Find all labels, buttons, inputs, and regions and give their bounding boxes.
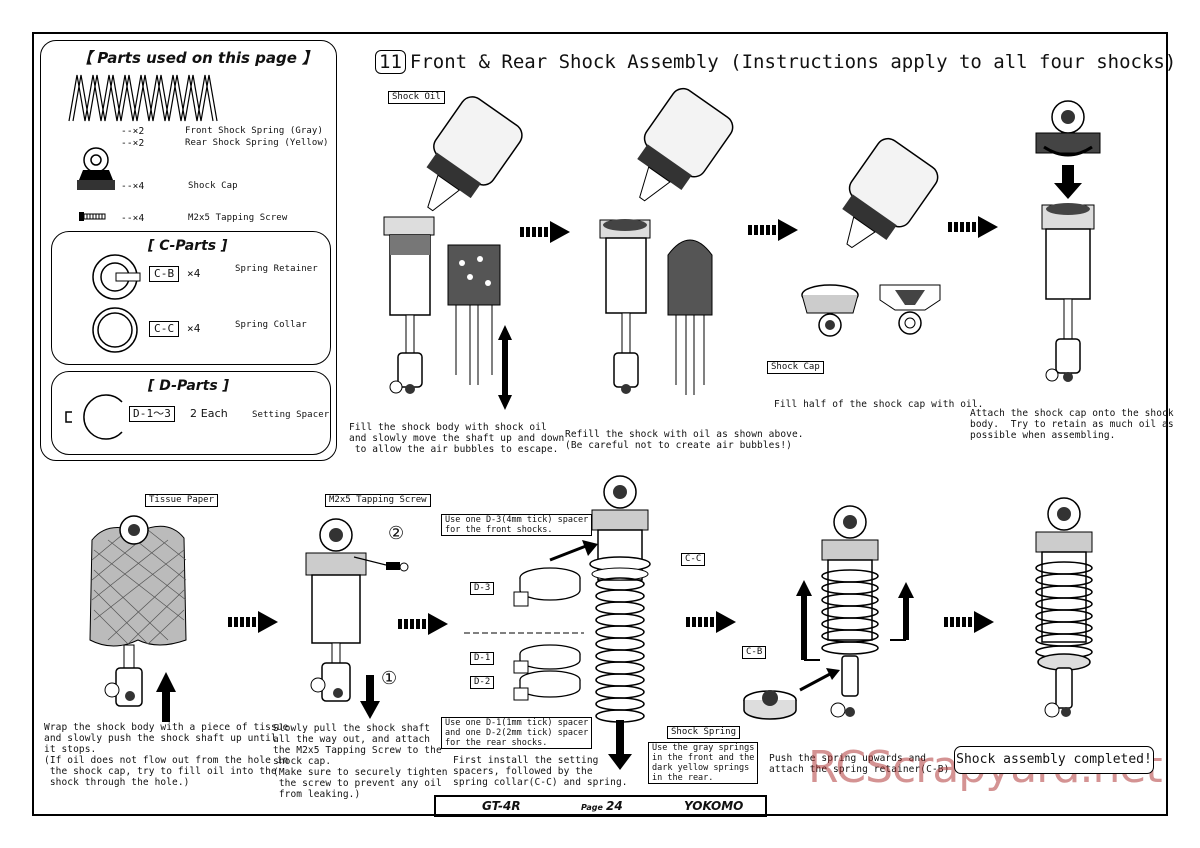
spring-qty-rear: --×2 <box>121 138 145 149</box>
progress-arrow-icon <box>948 216 998 238</box>
spring-qty-front: --×2 <box>121 126 145 137</box>
step-number: 11 <box>375 50 406 74</box>
step1-illustration <box>383 96 523 410</box>
spring-label-rear: Rear Shock Spring (Yellow) <box>185 138 329 148</box>
page-footer: GT-4R Page 24 YOKOMO <box>434 795 767 817</box>
d2-label: D-2 <box>470 676 495 689</box>
parts-header: 【 Parts used on this page 】 <box>77 49 318 67</box>
cb-qty: ×4 <box>187 267 201 280</box>
front-spacer-note: Use one D-3(4mm tick) spacer for the fro… <box>441 514 593 536</box>
progress-arrow-icon <box>520 221 570 243</box>
tissue-paper-label: Tissue Paper <box>145 494 219 507</box>
d-code: D-1～3 <box>129 406 175 422</box>
tapping-screw-icon <box>79 212 106 221</box>
spring-retainer-icon <box>92 254 141 300</box>
step-marker-1: ① <box>381 668 398 689</box>
cc-qty: ×4 <box>187 322 201 335</box>
step5-caption: Wrap the shock body with a piece of tiss… <box>44 722 289 788</box>
shock-oil-label: Shock Oil <box>388 91 445 104</box>
spring-collar-icon <box>92 307 138 353</box>
screw-label: M2x5 Tapping Screw <box>188 213 288 223</box>
progress-arrow-icon <box>944 611 994 633</box>
step2-illustration <box>599 87 734 395</box>
progress-arrow-icon <box>748 219 798 241</box>
step2-caption: Refill the shock with oil as shown above… <box>565 429 804 451</box>
cc-label: Spring Collar <box>235 320 307 330</box>
step4-caption: Attach the shock cap onto the shock body… <box>970 408 1174 441</box>
step8-illustration <box>743 505 914 720</box>
completed-badge: Shock assembly completed! <box>954 746 1154 774</box>
c-parts-header: [ C-Parts ] <box>148 238 228 254</box>
setting-spacer-icon <box>65 394 123 440</box>
d-parts-panel: [ D-Parts ] D-1～3 2 Each Setting Spacer <box>51 371 331 455</box>
progress-arrow-icon <box>398 613 448 635</box>
cb-callout-label: C-B <box>742 646 767 659</box>
cap-label: Shock Cap <box>188 181 238 191</box>
step6-illustration <box>305 518 409 719</box>
shock-spring-illustration <box>589 475 651 770</box>
footer-brand: YOKOMO <box>684 799 744 813</box>
step5-illustration <box>89 515 187 722</box>
d-qty: 2 Each <box>190 407 228 420</box>
step3-illustration <box>801 137 941 337</box>
step-title: Front & Rear Shock Assembly (Instruction… <box>409 51 1177 73</box>
cc-callout-label: C-C <box>681 553 706 566</box>
spring-label-front: Front Shock Spring (Gray) <box>185 126 323 136</box>
step6-caption: Slowly pull the shock shaft all the way … <box>273 723 448 800</box>
screw-qty: --×4 <box>121 213 145 224</box>
step7-caption: First install the setting spacers, follo… <box>453 755 628 788</box>
cb-label: Spring Retainer <box>235 264 318 274</box>
footer-model: GT-4R <box>482 799 521 813</box>
d3-label: D-3 <box>470 582 495 595</box>
rear-spacer-note: Use one D-1(1mm tick) spacer and one D-2… <box>441 717 593 749</box>
spring-icon <box>68 74 218 122</box>
footer-page-word: Page <box>581 803 603 812</box>
spring-color-note: Use the gray springs in the front and th… <box>648 742 759 784</box>
parts-used-panel: 【 Parts used on this page 】 --×2 --×2 Fr… <box>40 40 337 461</box>
progress-arrow-icon <box>686 611 736 633</box>
cc-code: C-C <box>149 321 180 337</box>
tapping-screw-label: M2x5 Tapping Screw <box>325 494 431 507</box>
d-parts-header: [ D-Parts ] <box>148 378 229 394</box>
shock-spring-label: Shock Spring <box>667 726 741 739</box>
step1-caption: Fill the shock body with shock oil and s… <box>349 422 565 455</box>
progress-arrow-icon <box>228 611 278 633</box>
cap-qty: --×4 <box>121 181 145 192</box>
step4-illustration <box>1035 100 1101 382</box>
step-marker-2: ② <box>388 523 405 544</box>
c-parts-panel: [ C-Parts ] C-B ×4 Spring Retainer C-C ×… <box>51 231 331 365</box>
step3-caption: Fill half of the shock cap with oil. <box>774 399 984 410</box>
cb-code: C-B <box>149 266 180 282</box>
d-label: Setting Spacer <box>252 410 330 420</box>
shock-cap-icon <box>77 147 115 190</box>
spacer-diagram <box>464 540 598 701</box>
shock-cap-label: Shock Cap <box>767 361 824 374</box>
completed-shock-illustration <box>1035 497 1093 718</box>
d1-label: D-1 <box>470 652 495 665</box>
step8-caption: Push the spring upwards and attach the s… <box>769 753 950 775</box>
footer-page-number: 24 <box>606 799 623 813</box>
